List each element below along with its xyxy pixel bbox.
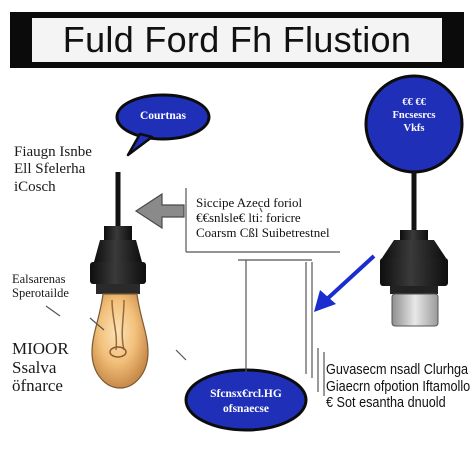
- label-line: Ssalva: [12, 357, 57, 377]
- bubble-top-left-label: Courtnas: [139, 110, 186, 122]
- label-line: Ealsarenas: [12, 272, 66, 286]
- pendant-lamp-icon: [90, 172, 146, 294]
- bubble-bottom-line: ofsnaecse: [223, 402, 269, 415]
- lamp-socket-icon: [380, 172, 448, 327]
- label-line: Fiaugn Isnbe: [14, 144, 92, 160]
- arrow-down-left-icon: [314, 254, 376, 312]
- bubble-bottom-label: Sfcnsx€rcl.HG ofsnaecse: [190, 387, 302, 417]
- title-bar: Fuld Ford Fh Flustion: [10, 12, 464, 68]
- label-line: Sperotailde: [12, 286, 69, 301]
- label-line: iCosch: [14, 178, 56, 195]
- label-line: öfnarce: [12, 376, 63, 396]
- arrow-left-icon: [134, 192, 185, 230]
- label-left-top: Fiaugn Isnbe Ell Sfelerha iCosch: [14, 144, 92, 196]
- lightbulb-icon: [91, 293, 149, 389]
- label-line: Guvasecm nsadl Clurhga: [326, 362, 469, 378]
- bubble-top-right-label: €€ €€ Fncsesrcs Vkfs: [370, 96, 458, 135]
- connector-lines: [45, 188, 340, 396]
- label-line: Ell Sfelerha: [14, 161, 86, 178]
- label-middle-block: Siccipe Azecd foriol €€snlsle€ lti: fori…: [196, 195, 330, 241]
- label-line: Giaecrn ofpotion Iftamollo: [326, 378, 471, 395]
- bubble-top-right-line: Vkfs: [403, 123, 425, 135]
- label-left-bottom: MIOOR Ssalva öfnarce: [12, 339, 69, 396]
- bubble-bottom-line: Sfcnsx€rcl.HG: [210, 388, 282, 400]
- label-line: Coarsm Cßl Suibetrestnel: [196, 224, 330, 240]
- label-bottom-right: Guvasecm nsadl Clurhga Giaecrn ofpotion …: [326, 362, 470, 412]
- bubble-top-right-line: €€ €€: [402, 97, 426, 108]
- label-line: MIOOR: [12, 339, 69, 358]
- label-line: €€snlsle€ lti: foricre: [196, 209, 301, 225]
- title-panel: Fuld Ford Fh Flustion: [32, 18, 442, 62]
- bubble-top-left: [115, 93, 211, 157]
- label-left-middle: Ealsarenas Sperotailde: [12, 272, 69, 301]
- label-line: € Sot esantha dnuold: [326, 395, 446, 412]
- bubble-top-right-line: Fncsesrcs: [392, 110, 436, 122]
- diagram-title: Fuld Ford Fh Flustion: [62, 19, 412, 60]
- label-line: Siccipe Azecd foriol: [196, 195, 303, 210]
